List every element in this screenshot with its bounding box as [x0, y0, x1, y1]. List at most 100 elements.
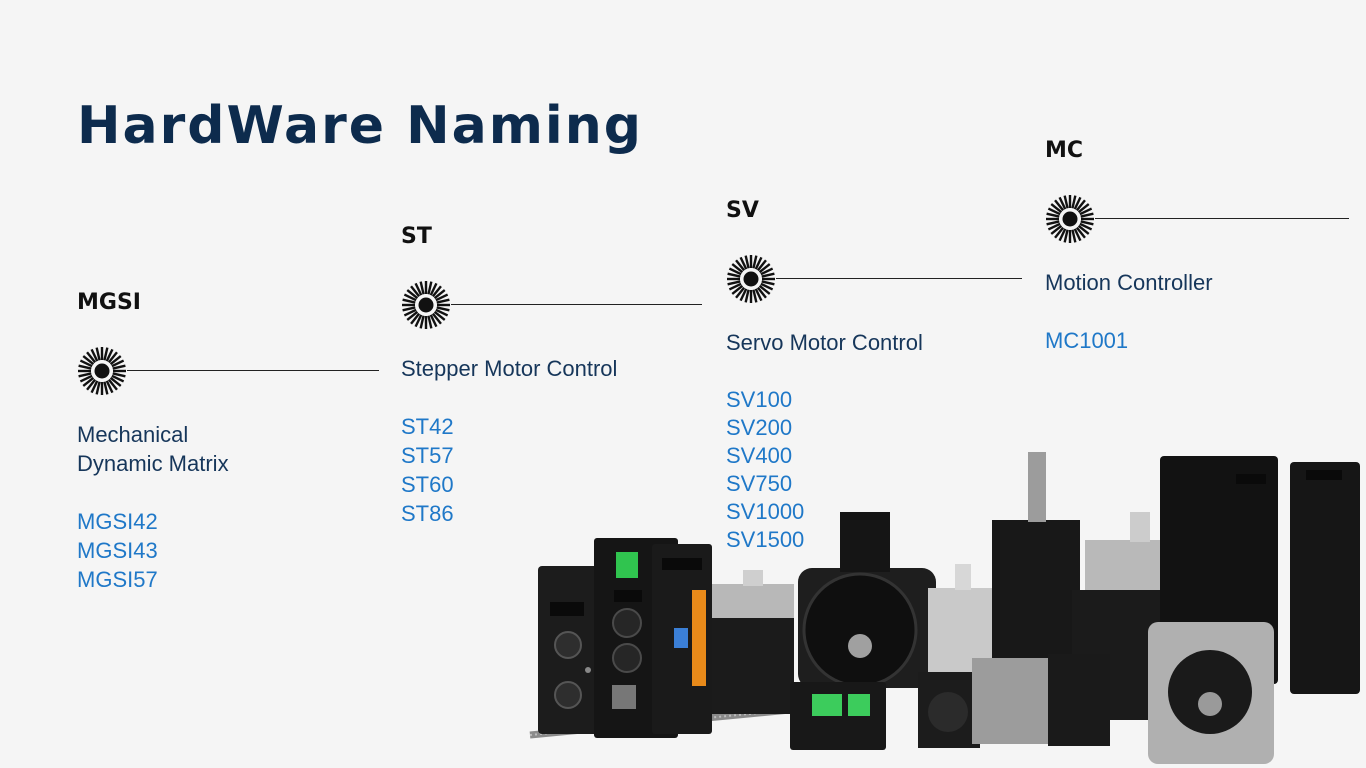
sunburst-ray	[427, 281, 433, 295]
sunburst-ray	[752, 289, 758, 303]
sunburst-ray	[735, 259, 746, 272]
sunburst-ray	[79, 374, 93, 383]
sunburst-ray	[1079, 222, 1093, 231]
sunburst-ray	[728, 267, 742, 276]
sunburst-ray	[1071, 195, 1077, 209]
category-st: ST Stepper Motor Control ST42 ST57 ST60 …	[401, 222, 702, 528]
sunburst-dot-icon	[1046, 195, 1094, 243]
sunburst-ray	[760, 267, 774, 276]
sunburst-ray	[739, 288, 748, 302]
model-item[interactable]: MGSI43	[77, 538, 158, 563]
sunburst-dot-icon	[78, 347, 126, 395]
sunburst-ray	[105, 348, 114, 362]
sunburst-ray	[1058, 196, 1067, 210]
sunburst-ray	[90, 380, 99, 394]
sunburst-ray	[1080, 212, 1094, 218]
sunburst-ray	[402, 306, 416, 312]
category-sv: SV Servo Motor Control SV100 SV200 SV400…	[726, 196, 1026, 554]
model-list: SV100 SV200 SV400 SV750 SV1000 SV1500	[726, 386, 1026, 554]
sunburst-ray	[107, 378, 118, 391]
sunburst-ray	[1075, 199, 1086, 212]
model-item[interactable]: MGSI57	[77, 567, 158, 592]
timeline-marker	[401, 280, 702, 330]
timeline-line	[776, 278, 1022, 279]
sunburst-center	[1062, 211, 1078, 227]
sunburst-dot-icon	[727, 255, 775, 303]
sunburst-ray	[756, 286, 767, 299]
model-item[interactable]: SV1500	[726, 527, 805, 552]
sunburst-ray	[1075, 226, 1086, 239]
sunburst-ray	[112, 364, 126, 370]
sunburst-ray	[1047, 222, 1061, 231]
sunburst-ray	[1046, 212, 1060, 218]
sunburst-ray	[82, 355, 95, 366]
sunburst-ray	[109, 376, 122, 387]
model-list: ST42 ST57 ST60 ST86	[401, 412, 701, 528]
sunburst-ray	[744, 289, 750, 303]
sunburst-ray	[1077, 224, 1090, 235]
model-item[interactable]: ST57	[401, 443, 454, 468]
sunburst-ray	[414, 282, 423, 296]
model-item[interactable]: SV200	[726, 415, 793, 440]
category-description: Stepper Motor Control	[401, 356, 618, 381]
sunburst-ray	[431, 312, 442, 325]
sunburst-ray	[86, 378, 97, 391]
sunburst-ray	[1073, 196, 1082, 210]
sunburst-ray	[402, 298, 416, 304]
sunburst-ray	[95, 347, 101, 361]
sunburst-ray	[1047, 207, 1061, 216]
sunburst-ray	[103, 381, 109, 395]
category-mc: MC Motion Controller MC1001	[1045, 136, 1349, 355]
sunburst-ray	[86, 351, 97, 364]
model-item[interactable]: SV400	[726, 443, 793, 468]
sunburst-ray	[761, 280, 775, 286]
sunburst-ray	[427, 315, 433, 329]
sunburst-ray	[414, 314, 423, 328]
sunburst-ray	[406, 310, 419, 321]
sunburst-ray	[419, 281, 425, 295]
sunburst-ray	[403, 308, 417, 317]
sunburst-ray	[1063, 195, 1069, 209]
sunburst-ray	[410, 285, 421, 298]
model-item[interactable]: SV750	[726, 471, 793, 496]
sunburst-ray	[436, 298, 450, 304]
timeline-line	[1095, 218, 1349, 219]
sunburst-ray	[79, 359, 93, 368]
model-item[interactable]: MGSI42	[77, 509, 158, 534]
model-item[interactable]: ST86	[401, 501, 454, 526]
sunburst-ray	[109, 355, 122, 366]
model-item[interactable]: ST60	[401, 472, 454, 497]
sunburst-ray	[1054, 199, 1065, 212]
sunburst-ray	[95, 381, 101, 395]
category-description: Servo Motor Control	[726, 330, 923, 355]
sunburst-ray	[1050, 203, 1063, 214]
sunburst-center	[94, 363, 110, 379]
sunburst-ray	[727, 280, 741, 286]
model-item[interactable]: SV1000	[726, 499, 805, 524]
sunburst-ray	[744, 255, 750, 269]
sunburst-ray	[78, 364, 92, 370]
sunburst-center	[418, 297, 434, 313]
sunburst-ray	[1063, 229, 1069, 243]
sunburst-ray	[103, 347, 109, 361]
sunburst-ray	[735, 286, 746, 299]
sunburst-ray	[758, 263, 771, 274]
category-description: Motion Controller	[1045, 270, 1213, 295]
sunburst-ray	[756, 259, 767, 272]
model-item[interactable]: MC1001	[1045, 328, 1129, 353]
sunburst-ray	[82, 376, 95, 387]
sunburst-ray	[410, 312, 421, 325]
sunburst-ray	[111, 359, 125, 368]
model-item[interactable]: SV100	[726, 387, 793, 412]
sunburst-ray	[436, 306, 450, 312]
product-photo	[529, 452, 1360, 764]
timeline-line	[127, 370, 379, 371]
model-item[interactable]: ST42	[401, 414, 454, 439]
sunburst-ray	[90, 348, 99, 362]
sunburst-ray	[1077, 203, 1090, 214]
model-list: MGSI42 MGSI43 MGSI57	[77, 507, 377, 594]
timeline-marker	[77, 346, 379, 396]
sunburst-ray	[752, 255, 758, 269]
sunburst-ray	[1079, 207, 1093, 216]
sunburst-ray	[105, 380, 114, 394]
